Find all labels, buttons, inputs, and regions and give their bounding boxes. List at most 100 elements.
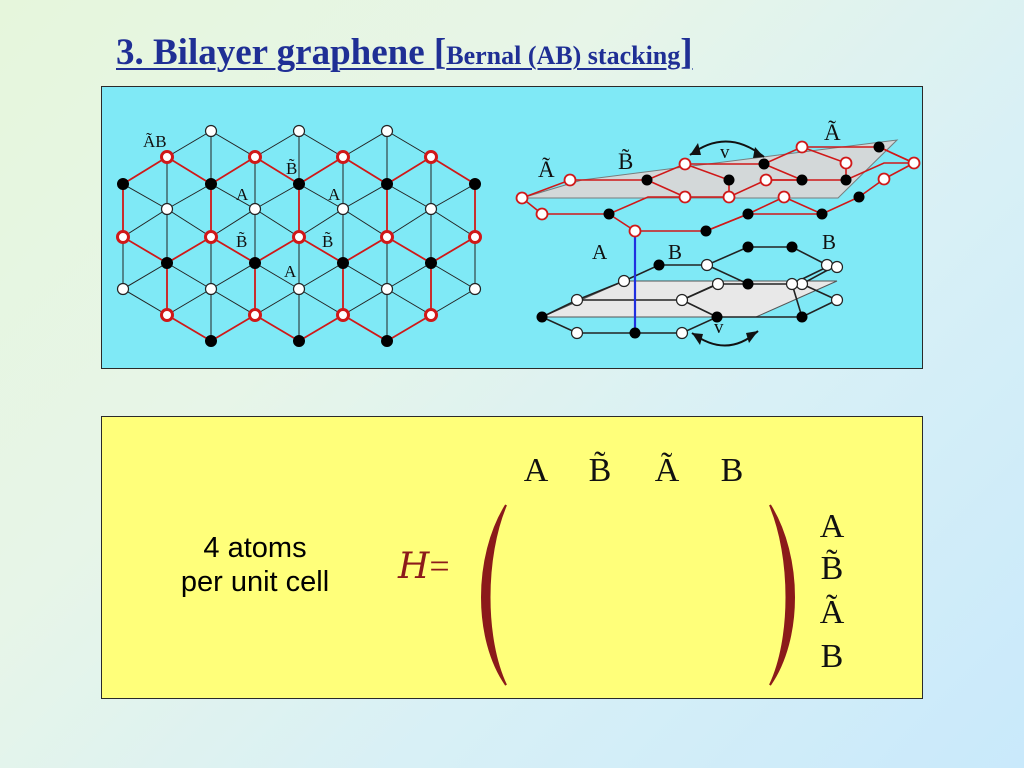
bottom-layer-sheet (541, 280, 838, 318)
lattice-atom-black (161, 257, 173, 269)
top-label-b3: B̃ (322, 232, 333, 251)
side-label-top-b: B̃ (618, 147, 633, 174)
lattice-atom-stacked (248, 150, 262, 164)
side-atom-top-black (641, 174, 653, 186)
side-atom-top-black (796, 174, 808, 186)
arrow-head-right (753, 147, 764, 158)
hamiltonian-equation: H= (398, 545, 450, 587)
lattice-atom-white (292, 124, 306, 138)
side-atom-top-white (777, 190, 791, 204)
side-atom-top-black (758, 158, 770, 170)
lattice-atom-stacked (424, 308, 438, 322)
top-label-b2: B̃ (236, 232, 247, 251)
lattice-atom-white (204, 282, 218, 296)
side-atom-top-black (603, 208, 615, 220)
side-atom-bottom-white (820, 258, 834, 272)
lattice-atom-black (249, 257, 261, 269)
side-atom-bottom-white (570, 326, 584, 340)
side-atom-top-white (563, 173, 577, 187)
lattice-atom-white (380, 282, 394, 296)
arrow-head-left (692, 333, 703, 345)
lattice-atom-white (380, 124, 394, 138)
lattice-atom-black (425, 257, 437, 269)
lattice-atom-stacked (160, 308, 174, 322)
side-atom-bottom-white (700, 258, 714, 272)
lattice-atom-black (117, 178, 129, 190)
side-label-bottom-right-b: B (822, 230, 836, 254)
atoms-line-2: per unit cell (180, 566, 330, 598)
lattice-atom-stacked (380, 230, 394, 244)
lattice-atom-black (337, 257, 349, 269)
lattice-atom-white (116, 282, 130, 296)
lattice-atom-white (336, 202, 350, 216)
side-atom-top-white (678, 190, 692, 204)
side-atom-bottom-white (570, 293, 584, 307)
side-atom-top-white (759, 173, 773, 187)
side-atom-bottom-white (785, 277, 799, 291)
lattice-atom-stacked (204, 230, 218, 244)
lattice-atom-stacked (248, 308, 262, 322)
side-atom-bottom-black (796, 311, 808, 323)
side-atom-bottom-black (629, 327, 641, 339)
lattice-atom-white (292, 282, 306, 296)
side-atom-top-white (628, 224, 642, 238)
side-label-bottom-b: B (668, 240, 682, 264)
lattice-atom-black (381, 178, 393, 190)
lattice-atom-white (204, 124, 218, 138)
top-view-lattice (116, 124, 482, 347)
lattice-atom-stacked (424, 150, 438, 164)
side-atom-top-white (535, 207, 549, 221)
hamiltonian-panel: 4 atoms per unit cell H= A B̃ Ã B A B̃ Ã… (101, 416, 923, 699)
side-view-atoms (515, 140, 921, 340)
side-atom-top-white (795, 140, 809, 154)
left-parenthesis (481, 504, 507, 686)
side-atom-bottom-white (711, 277, 725, 291)
row-label-b-tilde: B̃ (820, 550, 844, 587)
hamiltonian-symbol: H (398, 546, 430, 587)
side-label-top-right-a: Ã (824, 120, 841, 145)
arrow-head-left (690, 143, 701, 155)
side-atom-top-white (907, 156, 921, 170)
side-atom-bottom-white (675, 326, 689, 340)
side-view-stacking: Ã B̃ Ã v A B B v (515, 120, 921, 347)
side-atom-bottom-black (786, 241, 798, 253)
side-atom-top-white (515, 191, 529, 205)
column-label-a-tilde: Ã (654, 452, 680, 489)
lower-layer-bonds (122, 130, 476, 341)
lattice-atom-black (381, 335, 393, 347)
right-parenthesis (769, 504, 795, 686)
row-label-a: A (819, 508, 845, 545)
side-atom-top-black (723, 174, 735, 186)
side-atom-top-white (678, 157, 692, 171)
lattice-atom-stacked (292, 230, 306, 244)
side-atom-top-white (839, 156, 853, 170)
row-label-b: B (820, 638, 844, 675)
side-label-top-v: v (720, 142, 730, 163)
lattice-atom-white (468, 282, 482, 296)
top-label-b1: B̃ (286, 159, 297, 178)
lattice-atom-white (160, 202, 174, 216)
title-subtitle: Bernal (AB) stacking (446, 41, 681, 70)
slide-title: 3. Bilayer graphene [Bernal (AB) stackin… (116, 30, 693, 79)
lattice-atom-black (293, 178, 305, 190)
lattice-diagram-panel: Ã B̃ Ã v A B B v ÃB B̃ A A B̃ B̃ A (101, 86, 923, 369)
title-main: 3. Bilayer graphene [ (116, 32, 447, 73)
side-label-bottom-v: v (714, 317, 724, 338)
side-atom-bottom-white (795, 277, 809, 291)
side-atom-top-white (877, 172, 891, 186)
atoms-line-1: 4 atoms (203, 532, 307, 564)
top-label-a3: A (284, 262, 297, 281)
column-label-b-tilde: B̃ (588, 452, 612, 489)
side-atom-bottom-white (617, 274, 631, 288)
upper-layer-bonds (122, 156, 476, 342)
column-label-b: B (720, 452, 744, 489)
side-label-bottom-a: A (592, 240, 608, 264)
side-atom-bottom-black (742, 278, 754, 290)
side-atom-top-black (853, 191, 865, 203)
side-atom-top-white (722, 190, 736, 204)
lattice-atom-stacked (336, 308, 350, 322)
top-label-a1: A (236, 185, 249, 204)
column-label-a: A (523, 452, 549, 489)
top-view-labels: ÃB B̃ A A B̃ B̃ A (143, 132, 341, 281)
side-atom-top-black (840, 174, 852, 186)
